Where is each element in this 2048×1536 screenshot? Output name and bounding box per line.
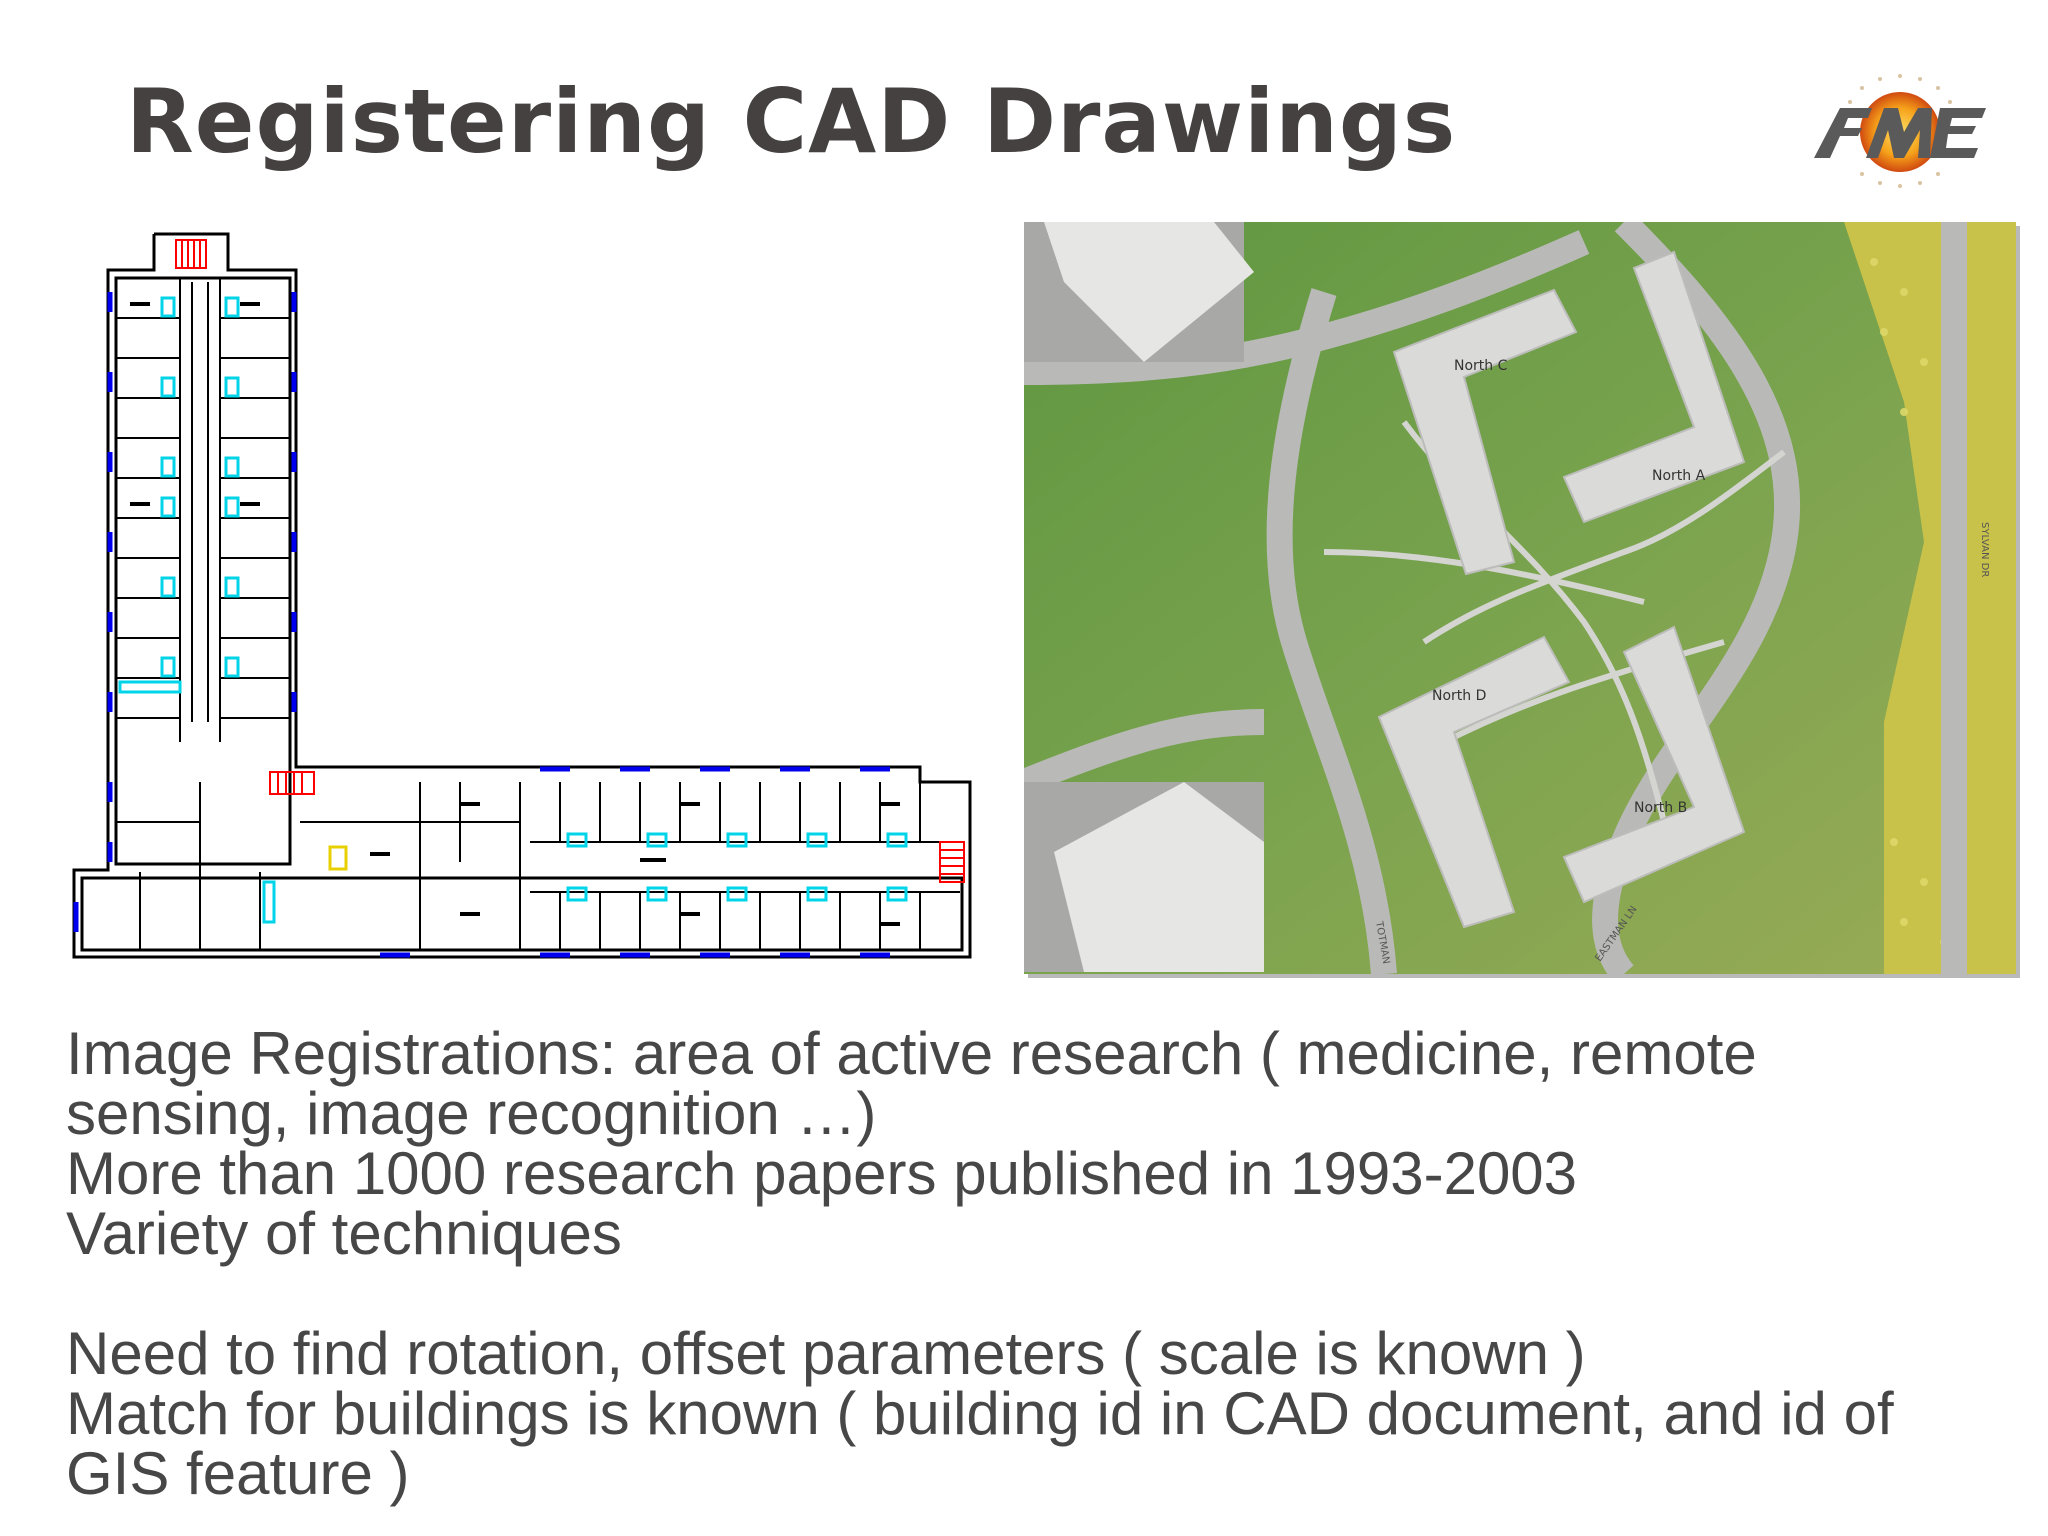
label-north-b: North B <box>1634 800 1687 816</box>
bullet-line: sensing, image recognition …) <box>66 1080 877 1147</box>
fme-logo <box>1800 66 2000 196</box>
bullet-line: Image Registrations: area of active rese… <box>66 1020 1757 1087</box>
bullet-line: GIS feature ) <box>66 1440 410 1507</box>
label-north-a: North A <box>1652 468 1706 484</box>
bullet-line: Match for buildings is known ( building … <box>66 1380 1894 1447</box>
label-north-d: North D <box>1432 688 1486 704</box>
slide-body: Image Registrations: area of active rese… <box>66 1024 2006 1504</box>
gis-aerial-map: North C North A North D North B SYLVAN D… <box>1024 222 2016 974</box>
slide-title: Registering CAD Drawings <box>126 70 1457 173</box>
bullet-line: Need to find rotation, offset parameters… <box>66 1320 1586 1387</box>
label-sylvan-dr: SYLVAN DR <box>1979 522 1990 577</box>
bullet-line: Variety of techniques <box>66 1200 622 1267</box>
bullet-line: More than 1000 research papers published… <box>66 1140 1578 1207</box>
spacer <box>66 1264 2006 1324</box>
label-north-c: North C <box>1454 358 1508 374</box>
cad-floor-plan-figure <box>40 222 995 982</box>
